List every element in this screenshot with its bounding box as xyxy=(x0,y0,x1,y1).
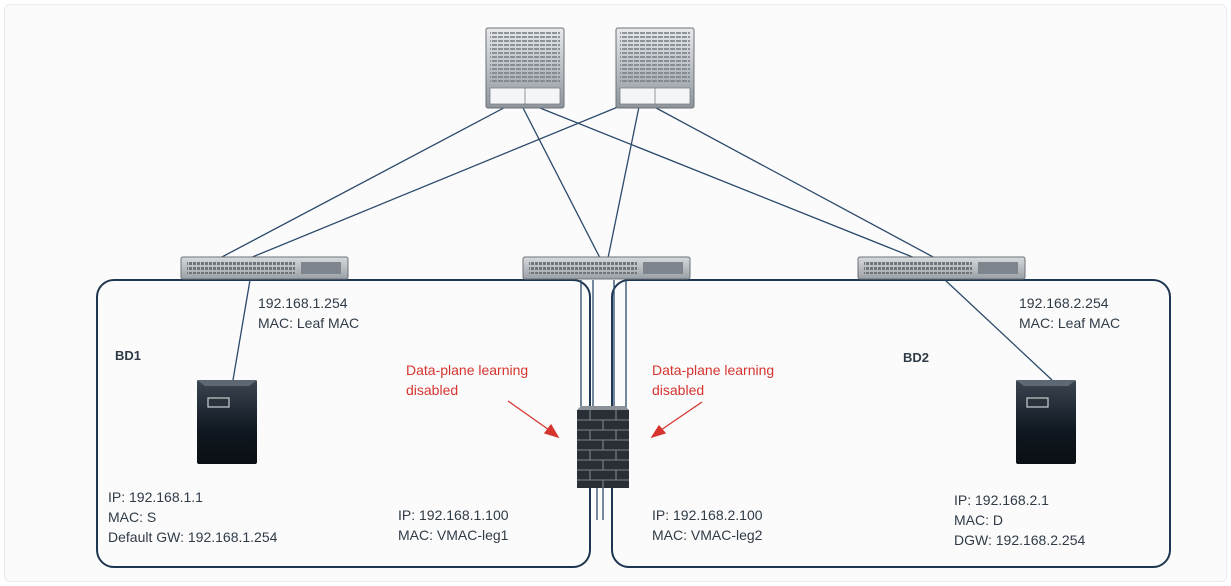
link-spine2-leaf1 xyxy=(249,101,631,259)
bd2-leaf-ip: 192.168.2.254 xyxy=(1019,295,1109,311)
bd2-leaf-mac: MAC: Leaf MAC xyxy=(1019,315,1121,331)
server1-ip: IP: 192.168.1.1 xyxy=(108,489,203,505)
fw-leg2-mac: MAC: VMAC-leg2 xyxy=(652,527,763,543)
spine-switch-icon xyxy=(615,27,695,109)
bd1-annotation-line1: Data-plane learning xyxy=(406,362,529,378)
link-spine1-leaf3 xyxy=(524,101,916,259)
bd2-annotation-line2: disabled xyxy=(652,382,705,398)
arrow-icon xyxy=(650,401,703,439)
server2-mac: MAC: D xyxy=(954,512,1003,528)
fw-leg2-info: IP: 192.168.2.100 MAC: VMAC-leg2 xyxy=(652,505,763,545)
bd1-leaf-ip: 192.168.1.254 xyxy=(258,295,348,311)
fw-leg1-info: IP: 192.168.1.100 MAC: VMAC-leg1 xyxy=(398,505,509,545)
leaf-switch-icon xyxy=(522,256,691,280)
server2-gateway: DGW: 192.168.2.254 xyxy=(954,532,1086,548)
bd1-leaf-mac: MAC: Leaf MAC xyxy=(258,315,360,331)
leaf-switch-icon xyxy=(180,256,349,280)
fabric-links xyxy=(219,101,1053,520)
server2-info: IP: 192.168.2.1 MAC: D DGW: 192.168.2.25… xyxy=(954,490,1085,550)
arrow-icon xyxy=(507,400,560,439)
leaf-switch-icon xyxy=(857,256,1026,280)
server-icon xyxy=(197,380,257,464)
server1-mac: MAC: S xyxy=(108,509,157,525)
bd2-annotation-line1: Data-plane learning xyxy=(652,362,775,378)
fw-leg1-ip: IP: 192.168.1.100 xyxy=(398,507,509,523)
bd2-label: BD2 xyxy=(903,350,930,365)
bd1-annotation-line2: disabled xyxy=(406,382,459,398)
bd1-leaf-info: 192.168.1.254 MAC: Leaf MAC xyxy=(258,293,359,333)
link-leaf3-server2 xyxy=(944,279,1053,381)
link-spine1-leaf1 xyxy=(219,101,516,259)
fw-leg2-ip: IP: 192.168.2.100 xyxy=(652,507,763,523)
fw-leg1-mac: MAC: VMAC-leg1 xyxy=(398,527,509,543)
server2-ip: IP: 192.168.2.1 xyxy=(954,492,1049,508)
bd1-annotation: Data-plane learning disabled xyxy=(406,360,528,400)
firewall-icon xyxy=(577,406,629,488)
bd2-annotation: Data-plane learning disabled xyxy=(652,360,774,400)
spine-switch-icon xyxy=(485,27,565,109)
bd2-leaf-info: 192.168.2.254 MAC: Leaf MAC xyxy=(1019,293,1120,333)
server1-gateway: Default GW: 192.168.1.254 xyxy=(108,529,278,545)
link-spine2-leaf3 xyxy=(644,101,936,259)
link-spine2-leaf2 xyxy=(607,101,641,259)
server1-info: IP: 192.168.1.1 MAC: S Default GW: 192.1… xyxy=(108,487,277,547)
server-icon xyxy=(1016,380,1076,464)
bd1-label: BD1 xyxy=(115,348,142,363)
link-spine1-leaf2 xyxy=(519,101,601,259)
link-leaf1-server1 xyxy=(232,279,251,381)
